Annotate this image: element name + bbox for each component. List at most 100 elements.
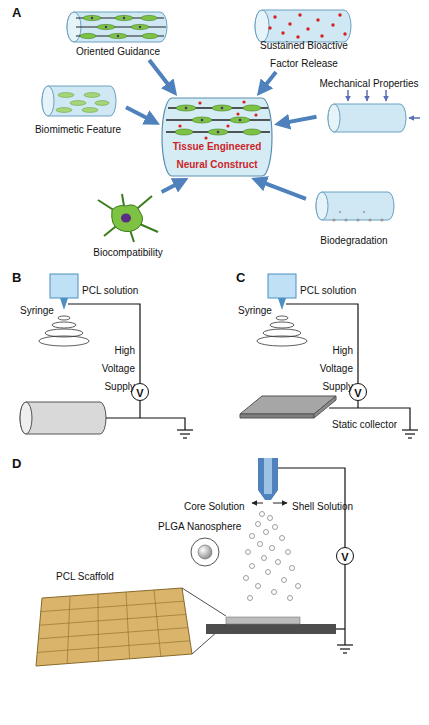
nanosphere-spray-part: [250, 564, 255, 569]
coaxial-nozzle-part: [264, 458, 272, 494]
nanosphere-spray-part: [280, 536, 285, 541]
text-line: Tissue Engineered Neural Construct: [165, 136, 269, 172]
guidance-illustration-part: [142, 33, 158, 38]
part-label: PCL Scaffold: [56, 566, 114, 584]
release-illustration-part: [281, 31, 284, 34]
nanosphere-spray-part: [276, 560, 281, 565]
biomimetic-illustration-part: [70, 101, 86, 106]
construct-illustration-part: [175, 129, 193, 135]
nanosphere-magnified-part: [198, 545, 212, 559]
biodegradation-illustration-part: [316, 192, 328, 220]
label-text: PLGA Nanosphere: [158, 521, 241, 532]
construct-illustration-part: [212, 105, 232, 111]
release-illustration-part: [338, 13, 341, 16]
part-label: Syringe: [238, 300, 272, 318]
guidance-illustration-part: [141, 15, 157, 20]
pcl-scaffold-part-part: [41, 601, 184, 611]
ground-symbol: [337, 645, 353, 653]
node-text-box: Mechanical Properties: [317, 73, 422, 91]
neuron-illustration-part: [121, 214, 131, 223]
static-collector-part: [314, 396, 336, 418]
node-text-box: V: [337, 548, 353, 564]
node-label: Tissue Engineered Neural Construct: [173, 141, 262, 170]
fiber-jet-part: [270, 322, 294, 328]
static-collector: [240, 396, 336, 418]
fiber-jet-part: [52, 322, 76, 328]
biodegradation-illustration-part: [380, 218, 383, 221]
release-illustration-part: [320, 34, 323, 37]
nanosphere-spray-part: [268, 516, 273, 521]
wire-part: [139, 401, 140, 418]
text-line: Biomimetic Feature: [30, 119, 126, 137]
flow-arrow: [261, 72, 276, 91]
biodegradation-illustration-part: [363, 211, 365, 213]
meter-symbol-text: V: [354, 387, 361, 399]
nanosphere-spray-part: [248, 596, 253, 601]
leader-line: [252, 503, 287, 504]
node-label: Biodegradation: [320, 235, 387, 246]
ground-symbol-part: [180, 433, 190, 434]
guidance-illustration-part: [117, 35, 119, 37]
construct-illustration-part: [208, 129, 228, 135]
panel-letter-text: A: [12, 5, 21, 20]
text-line: V: [341, 547, 348, 565]
release-illustration-part: [273, 15, 276, 18]
construct-illustration-part: [239, 119, 242, 122]
biodegradation-illustration-part: [316, 192, 394, 220]
ground-symbol-part: [402, 429, 418, 430]
pcl-scaffold-part-part: [38, 628, 188, 639]
biodegradation-illustration-part: [356, 218, 359, 221]
wire-part: [329, 408, 410, 430]
guidance-illustration-part: [76, 26, 166, 27]
static-collector-part: [240, 414, 314, 418]
ground-symbol-part: [337, 644, 353, 645]
part-label: Shell Solution: [292, 496, 353, 514]
guidance-illustration-part: [115, 15, 133, 20]
nanosphere-spray-part: [244, 576, 249, 581]
nanosphere-spray-part: [246, 550, 251, 555]
wire: [278, 468, 345, 645]
fiber-jet-part: [276, 316, 288, 320]
label-text: PCL solution: [300, 285, 356, 296]
guidance-illustration-part: [83, 15, 101, 20]
release-illustration-part: [296, 35, 299, 38]
nanosphere-spray: [244, 512, 301, 601]
biomimetic-illustration-part: [42, 86, 116, 116]
text-line: Sustained Bioactive Factor Release: [250, 35, 358, 71]
nanosphere-spray-part: [266, 570, 271, 575]
release-illustration: [255, 10, 351, 42]
nanosphere-spray-part: [262, 556, 267, 561]
biodegradation-illustration-part: [344, 218, 347, 221]
text-line: Mechanical Properties: [317, 73, 422, 91]
fiber-jet-part: [58, 316, 70, 320]
label-text: High Voltage Supply: [320, 345, 353, 392]
release-illustration-part: [288, 22, 291, 25]
pcl-scaffold-part-part: [126, 592, 130, 659]
leader-line-part: [273, 503, 287, 504]
rotating-collector-part: [20, 402, 106, 434]
construct-illustration-part: [192, 117, 212, 123]
label-text: Syringe: [238, 305, 272, 316]
ground-symbol: [402, 430, 418, 438]
construct-illustration-part: [226, 124, 229, 127]
pcl-scaffold-part: [36, 588, 192, 666]
flow-arrow: [280, 117, 317, 124]
nanosphere-spray-part: [272, 590, 277, 595]
syringe-symbol-part: [278, 298, 286, 310]
fiber-jet-part: [257, 336, 307, 346]
biodegradation-illustration-part: [332, 218, 335, 221]
nanosphere-spray-part: [256, 584, 261, 589]
collector-plate: [206, 617, 336, 634]
zoom-line: [182, 588, 226, 654]
label-text: PCL Scaffold: [56, 571, 114, 582]
neuron-illustration-part: [112, 205, 143, 232]
construct-illustration-part: [178, 124, 181, 127]
fiber-jet: [39, 316, 89, 346]
neuron-illustration-part: [98, 194, 158, 242]
rotating-collector: [20, 402, 106, 434]
guidance-illustration-part: [67, 12, 167, 42]
zoom-line-part: [182, 588, 226, 616]
node-text-box: Biocompatibility: [86, 242, 170, 260]
flow-arrow: [126, 107, 155, 122]
